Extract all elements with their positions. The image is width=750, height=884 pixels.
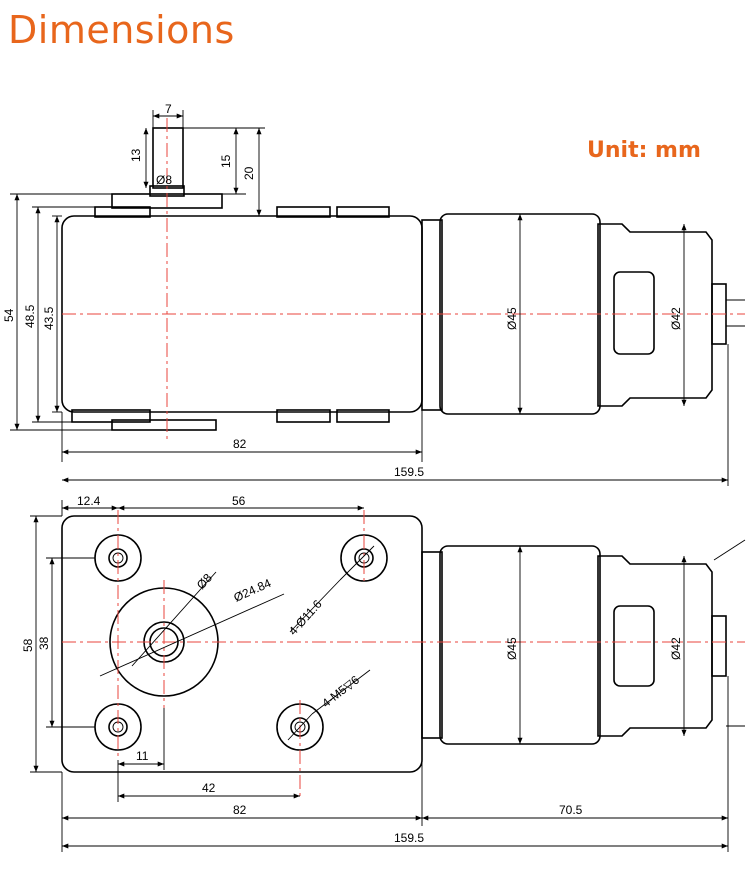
dim-body-height: 48.5 [23,304,37,328]
dim-total-shaft: 20 [242,166,256,180]
dim-thread-holes: 4-M5▽6 [319,673,362,711]
dim-mount-holes: 4-Ø11.6 [286,597,325,638]
bottom-lug-right [336,409,390,423]
terminal-block [711,615,727,677]
dim-motor-diameter: Ø45 [505,307,519,330]
unit-label: Unit: mm [587,138,701,163]
brush-window [613,271,655,355]
dim-gearbox-length: 82 [233,437,247,451]
side-view: 7 13 Ø8 15 20 54 48.5 43.5 Ø45 Ø42 [2,102,745,486]
bottom-lug-left [71,409,151,423]
front-view: 12.4 56 Ø8 Ø24.84 4-Ø11.6 4-M5▽6 58 38 1… [21,494,746,852]
dim-front-shaft-diameter: Ø8 [194,571,215,593]
top-lug-mid [276,206,331,218]
shaft-outline [152,127,184,189]
dim-shaft-length: 13 [129,148,143,162]
top-lug-left [94,206,151,218]
dim-overall-height: 54 [2,308,16,322]
dim-front-end-cap-diameter: Ø42 [669,637,683,660]
bottom-boss [111,419,217,431]
dim-total-length: 159.5 [394,465,424,479]
dim-motor-length: 70.5 [559,803,583,817]
end-cap [597,555,713,737]
wire [713,539,746,561]
dim-front-total-length: 159.5 [394,831,424,845]
end-cap [597,223,713,407]
dim-inner-height: 43.5 [42,306,56,330]
dim-hole-spacing-bottom: 42 [202,781,216,795]
motor-flange [421,551,443,739]
dim-end-cap-diameter: Ø42 [669,307,683,330]
dim-front-motor-diameter: Ø45 [505,637,519,660]
motor-flange [421,219,443,411]
bottom-lug-mid [276,409,331,423]
dim-shaft-diameter: Ø8 [156,173,172,187]
dim-boss-diameter: Ø24.84 [232,576,274,605]
page-title: Dimensions [8,8,235,52]
dim-front-gearbox-length: 82 [233,803,247,817]
dim-boss-offset: 15 [219,154,233,168]
top-lug-right [336,206,390,218]
brush-window [613,605,655,687]
dim-hole-spacing-vertical: 38 [37,636,51,650]
dim-hole-offset-bottom: 11 [136,749,149,763]
dim-hole-spacing-top: 56 [232,494,246,508]
dim-hole-edge-offset: 12.4 [77,494,101,508]
dim-front-height: 58 [21,638,35,652]
dim-shaft-width: 7 [165,102,172,116]
